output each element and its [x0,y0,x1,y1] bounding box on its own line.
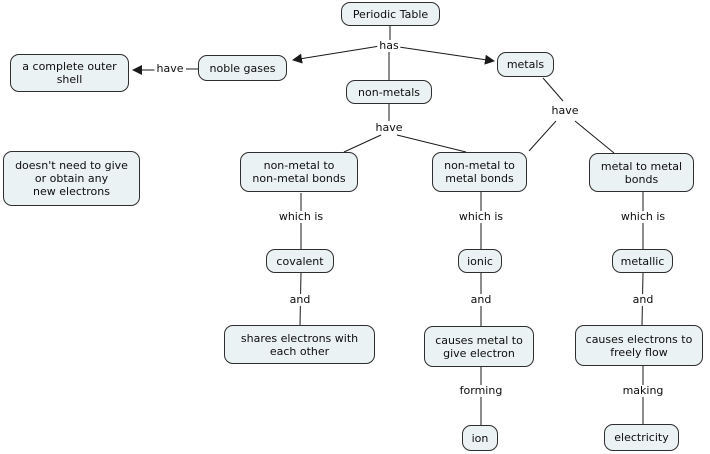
edge-label-making[interactable]: making [620,384,666,397]
edge-label-have-metals[interactable]: have [549,104,581,117]
node-noble-gases[interactable]: noble gases [198,55,287,81]
node-doesnt-need-electrons[interactable]: doesn't need to give or obtain any new e… [3,151,140,206]
edge-label-has[interactable]: has [377,39,401,52]
edge-metals-to-have [542,77,564,102]
node-ion[interactable]: ion [462,425,498,451]
node-non-metal-to-non-metal-bonds[interactable]: non-metal to non-metal bonds [240,152,358,192]
node-causes-metal-give-electron[interactable]: causes metal to give electron [424,326,534,367]
node-metallic[interactable]: metallic [612,249,673,273]
edge-label-forming[interactable]: forming [457,384,505,397]
edge-label-which-is-covalent[interactable]: which is [276,210,326,223]
node-shares-electrons[interactable]: shares electrons with each other [224,325,375,364]
edge-have-to-nmm [396,134,467,153]
node-metal-to-metal-bonds[interactable]: metal to metal bonds [589,153,694,192]
node-ionic[interactable]: ionic [458,249,502,273]
edge-have-to-nmm-right [528,120,557,152]
node-periodic-table[interactable]: Periodic Table [341,2,440,26]
edge-has-to-metals [398,46,495,65]
node-complete-outer-shell[interactable]: a complete outer shell [10,54,129,92]
node-covalent[interactable]: covalent [266,249,334,273]
edge-label-and-covalent[interactable]: and [287,293,313,306]
node-metals[interactable]: metals [497,52,554,77]
edge-label-and-ionic[interactable]: and [468,293,494,306]
edge-have-to-mm [574,120,615,154]
edge-label-which-is-metallic[interactable]: which is [618,210,668,223]
edge-has-to-noble-gases [292,45,381,64]
node-electricity[interactable]: electricity [604,424,679,451]
edge-label-and-metallic[interactable]: and [630,293,656,306]
edge-have-to-nmnm [343,134,382,153]
node-causes-electrons-freely-flow[interactable]: causes electrons to freely flow [575,325,703,366]
node-non-metal-to-metal-bonds[interactable]: non-metal to metal bonds [432,152,527,192]
edge-label-have-non-metals[interactable]: have [373,121,405,134]
edge-label-have-noble-gases[interactable]: have [154,62,186,75]
node-non-metals[interactable]: non-metals [346,80,432,104]
edge-label-which-is-ionic[interactable]: which is [456,210,506,223]
